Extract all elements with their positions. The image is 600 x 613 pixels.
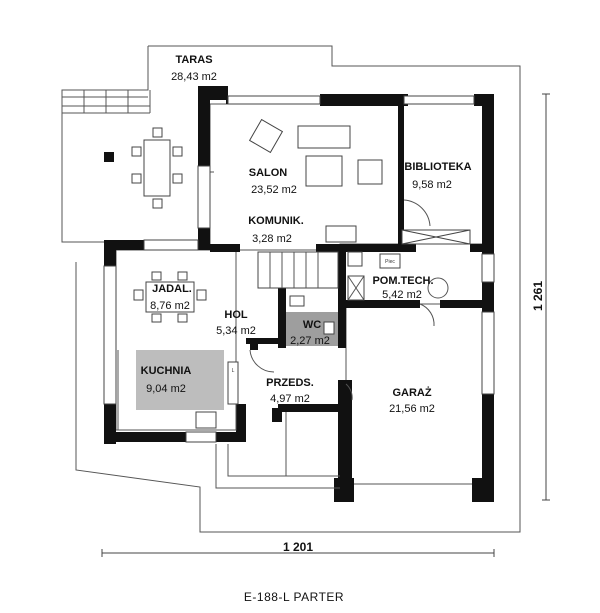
przeds-area: 4,97 m2 xyxy=(270,393,310,405)
salon-furniture xyxy=(248,118,383,243)
terrace xyxy=(61,46,183,243)
jadal-name: JADAL. xyxy=(152,283,192,295)
biblioteka-area: 9,58 m2 xyxy=(412,179,452,191)
furnace-label: Piec xyxy=(385,259,395,265)
garaz-area: 21,56 m2 xyxy=(389,403,435,415)
tech-room-appliances xyxy=(347,251,449,301)
przeds-name: PRZEDS. xyxy=(266,377,314,389)
plot-outline xyxy=(75,45,521,533)
biblioteka-name: BIBLIOTEKA xyxy=(404,161,471,173)
terrace-table xyxy=(143,139,171,197)
windows xyxy=(103,95,495,443)
fridge-label: L xyxy=(232,368,235,374)
terrace-post xyxy=(104,152,114,162)
kuchnia-name: KUCHNIA xyxy=(141,365,192,377)
terrace-area: 28,43 m2 xyxy=(171,71,217,83)
kuchnia-area: 9,04 m2 xyxy=(146,383,186,395)
salon-area: 23,52 m2 xyxy=(251,184,297,196)
hol-name: HOL xyxy=(224,309,248,321)
plan-title: E-188-L PARTER xyxy=(244,590,344,604)
door-swings xyxy=(249,199,435,401)
dining-table xyxy=(133,271,207,323)
garaz-name: GARAŻ xyxy=(392,386,431,399)
wc-name: WC xyxy=(303,319,321,331)
wc-fixtures xyxy=(289,295,335,335)
fireplace xyxy=(325,225,357,243)
pom-tech-area: 5,42 m2 xyxy=(382,289,422,301)
entrance-path xyxy=(215,412,340,489)
komunik-name: KOMUNIK. xyxy=(248,215,304,227)
hol-area: 5,34 m2 xyxy=(216,325,256,337)
dimension-lines xyxy=(101,93,550,557)
salon-name: SALON xyxy=(249,167,288,179)
width-dimension: 1 201 xyxy=(283,540,313,554)
jadal-area: 8,76 m2 xyxy=(150,300,190,312)
komunik-area: 3,28 m2 xyxy=(252,233,292,245)
kitchen-counter xyxy=(117,350,239,431)
terrace-name: TARAS xyxy=(175,54,212,66)
kitchen-floor xyxy=(136,350,224,410)
wc-area: 2,27 m2 xyxy=(290,335,330,347)
pom-tech-name: POM.TECH. xyxy=(372,275,433,287)
staircase xyxy=(257,251,339,289)
height-dimension: 1 261 xyxy=(531,281,545,311)
